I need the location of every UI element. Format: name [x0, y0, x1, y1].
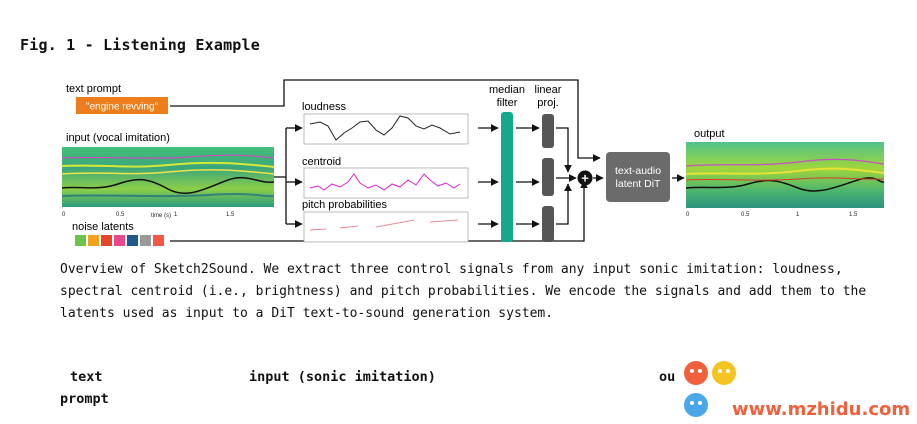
- input-axis-unit: time (s): [151, 213, 171, 219]
- watermark-bubble-yellow-icon: [712, 361, 736, 385]
- output-spectrogram: [686, 142, 884, 208]
- output-tick-2: 1: [796, 212, 800, 218]
- prompt-arrow: [170, 79, 601, 162]
- loudness-curve: [309, 115, 461, 141]
- sum-input-arrows: [556, 127, 577, 225]
- prompt-value: "engine revving": [86, 102, 159, 113]
- centroid-curve: [309, 173, 461, 191]
- output-tick-1: 0.5: [741, 212, 750, 218]
- input-spectrogram-lines: [61, 154, 275, 198]
- input-tick-0: 0: [62, 212, 66, 218]
- noise-swatch: [75, 235, 86, 246]
- col-head-output: ou: [659, 369, 676, 385]
- dit-label-2: latent DiT: [616, 178, 662, 190]
- pitch-curve: [309, 219, 459, 231]
- linear-proj-block-2: [542, 158, 554, 196]
- median-filter-block: [501, 112, 513, 242]
- output-tick-3: 1.5: [849, 212, 858, 218]
- centroid-label: centroid: [302, 156, 341, 168]
- watermark-logo: www.mzhidu.com: [684, 361, 910, 420]
- noise-swatch: [88, 235, 99, 246]
- input-tick-3: 1.5: [226, 212, 235, 218]
- median-filter-label-2: filter: [497, 97, 518, 109]
- output-tick-0: 0: [686, 212, 690, 218]
- centroid-panel: [303, 167, 469, 199]
- linear-proj-label-2: proj.: [537, 97, 558, 109]
- watermark-bubble-red-icon: [684, 361, 708, 385]
- linear-proj-label-1: linear: [535, 84, 562, 96]
- caption-line-3: latents used as input to a DiT text-to-s…: [60, 306, 554, 321]
- input-tick-1: 0.5: [116, 212, 125, 218]
- filter-input-arrows: [478, 124, 499, 228]
- figure-title: Fig. 1 - Listening Example: [20, 36, 260, 54]
- sum-symbol: +: [581, 171, 589, 186]
- sum-node: [577, 170, 593, 186]
- watermark-bubble-blue-icon: [684, 393, 708, 417]
- text-prompt-label: text prompt: [66, 83, 121, 95]
- loudness-label: loudness: [302, 101, 347, 113]
- noise-swatch: [127, 235, 138, 246]
- col-head-text-prompt-2: prompt: [60, 391, 109, 407]
- input-label: input (vocal imitation): [66, 132, 170, 144]
- split-arrows: [274, 124, 303, 228]
- pitch-panel: [303, 211, 469, 243]
- output-spectrogram-lines: [685, 158, 885, 192]
- noise-swatch: [101, 235, 112, 246]
- watermark-url: www.mzhidu.com: [732, 399, 910, 420]
- caption-line-2: spectral centroid (i.e., brightness) and…: [60, 284, 867, 299]
- noise-swatch: [153, 235, 164, 246]
- linear-proj-block-3: [542, 206, 554, 242]
- dit-block: [606, 152, 670, 202]
- proj-input-arrows: [516, 124, 540, 228]
- loudness-panel: [303, 113, 469, 145]
- dit-label-1: text-audio: [615, 165, 661, 177]
- noise-swatch: [114, 235, 125, 246]
- noise-swatch: [140, 235, 151, 246]
- input-tick-2: 1: [174, 212, 178, 218]
- prompt-box: [76, 97, 168, 114]
- noise-swatches: [75, 235, 164, 246]
- noise-latents-label: noise latents: [72, 221, 134, 233]
- sketch2sound-diagram: text prompt "engine revving" input (voca…: [61, 79, 885, 246]
- figure-caption: Overview of Sketch2Sound. We extract thr…: [60, 259, 900, 325]
- pitch-label: pitch probabilities: [302, 199, 387, 211]
- col-head-input: input (sonic imitation): [249, 369, 436, 385]
- caption-line-1: Overview of Sketch2Sound. We extract thr…: [60, 262, 843, 277]
- median-filter-label-1: median: [489, 84, 525, 96]
- linear-proj-block-1: [542, 114, 554, 148]
- col-head-text-prompt-1: text: [70, 369, 103, 385]
- output-label: output: [694, 128, 725, 140]
